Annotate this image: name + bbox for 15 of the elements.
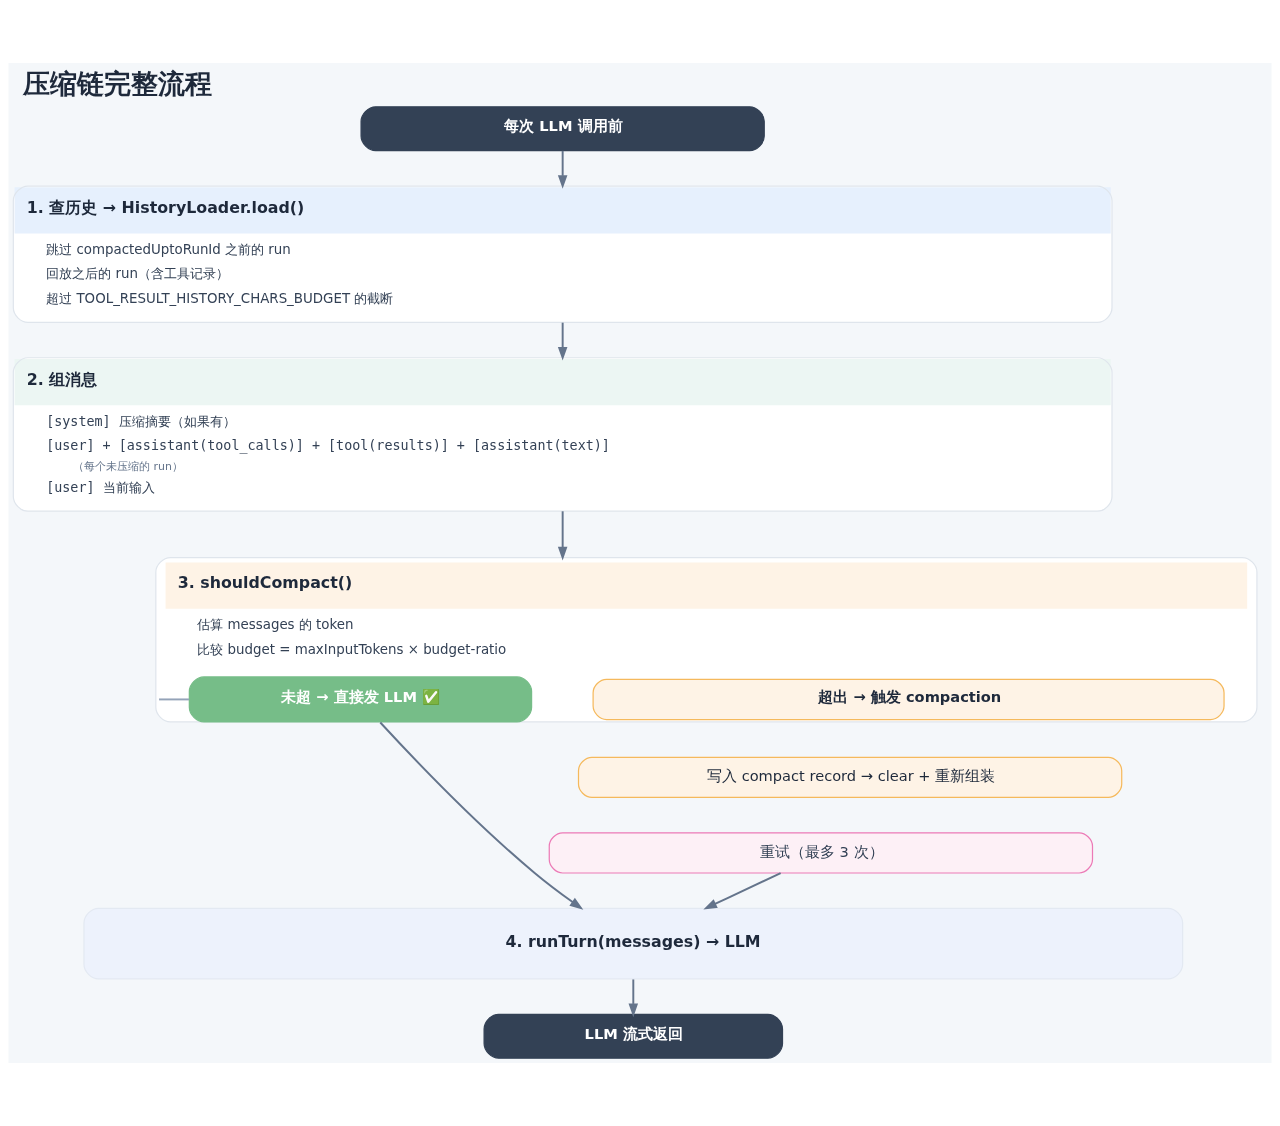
arrow — [557, 321, 568, 361]
node-box: 4. runTurn(messages) → LLM — [83, 907, 1184, 980]
diagram-title: 压缩链完整流程 — [23, 67, 213, 99]
node-box: 每次 LLM 调用前 — [360, 106, 765, 152]
arrow — [557, 149, 568, 189]
arrow — [628, 978, 639, 1018]
node-box: LLM 流式返回 — [483, 1013, 784, 1059]
node-box: 重试（最多 3 次） — [548, 832, 1094, 874]
node-box: 写入 compact record → clear + 重新组装 — [577, 756, 1123, 799]
arrow — [379, 721, 584, 910]
arrow — [557, 510, 568, 561]
connector — [158, 698, 190, 701]
node-box: 未超 → 直接发 LLM ✅ — [188, 676, 533, 723]
arrow — [703, 872, 782, 910]
node-box: 超出 → 触发 compaction — [592, 678, 1225, 721]
